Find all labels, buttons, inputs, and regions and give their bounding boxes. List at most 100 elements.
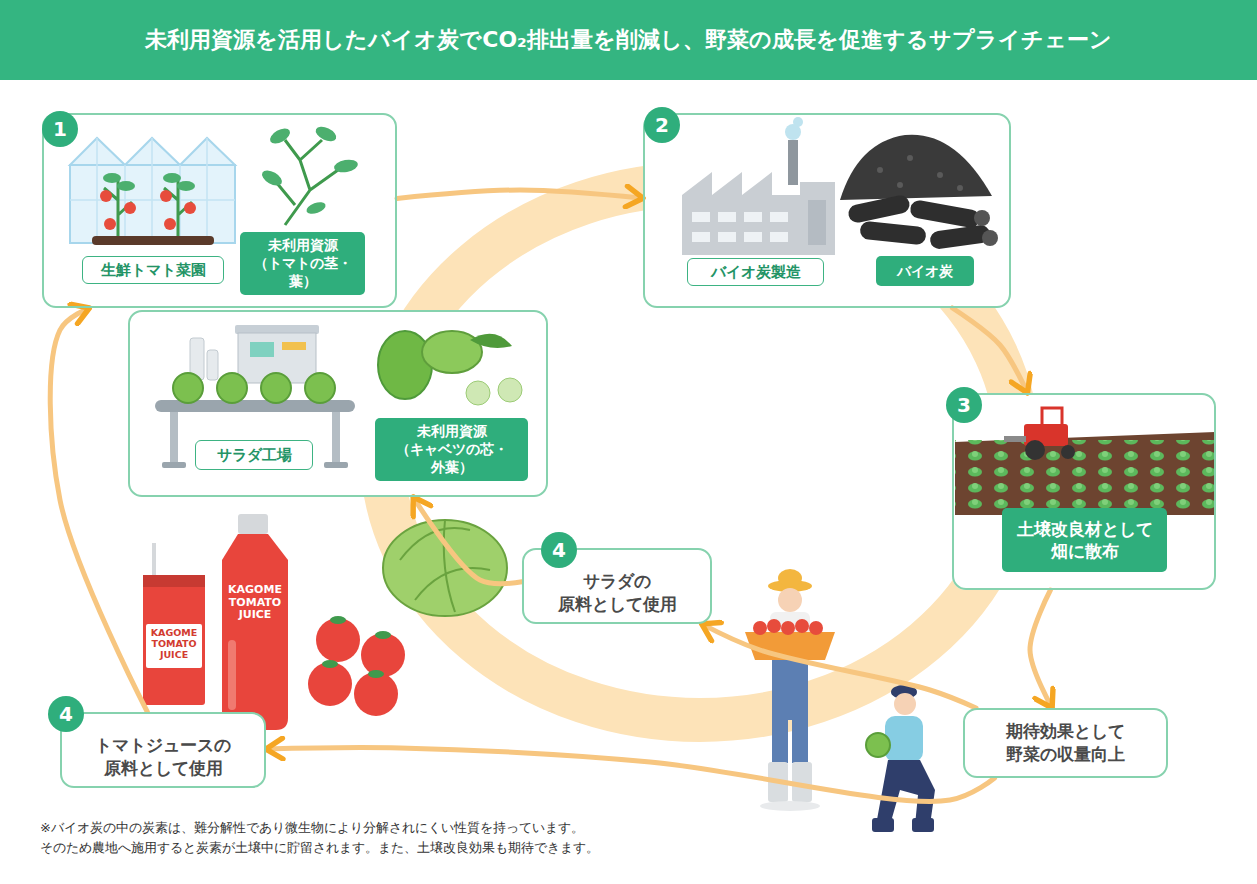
tomato-illustration [368, 670, 384, 678]
farmer-illustration [760, 801, 820, 811]
biochar-illustration [929, 224, 991, 250]
tomato-stem-illustration [259, 167, 284, 188]
farmer-illustration [778, 588, 802, 612]
farmer-illustration [894, 693, 916, 715]
cabbage-illustration [383, 520, 507, 616]
node-text: 未利用資源 （トマトの茎・葉） [245, 236, 360, 291]
salad-factory-illustration [261, 373, 291, 403]
cabbage-illustration [400, 520, 490, 612]
tomato-stem-illustration [267, 125, 292, 146]
field-illustration [955, 440, 1215, 514]
field-illustration [1042, 408, 1062, 426]
factory-illustration [718, 232, 736, 242]
callout-number: 3 [946, 387, 982, 423]
biochar-illustration [847, 194, 911, 224]
farmer-illustration [753, 621, 767, 635]
juice-bottle-illustration [222, 534, 288, 730]
juice-bottle-illustration [222, 514, 288, 730]
cabbage-waste-illustration [378, 331, 432, 399]
tomato-stem-illustration [276, 140, 338, 225]
flow-arrow [413, 497, 522, 584]
field-illustration [1025, 440, 1045, 460]
tomato-illustration [354, 672, 398, 716]
callout-number: 4 [541, 532, 577, 568]
biochar-illustration [907, 155, 913, 161]
greenhouse-illustration [104, 218, 116, 230]
callout-number: 1 [42, 111, 78, 147]
cabbage-waste-illustration [378, 331, 522, 405]
tomato-illustration [322, 660, 338, 668]
greenhouse-illustration [117, 181, 135, 191]
greenhouse-illustration [100, 190, 112, 202]
factory-illustration [808, 200, 826, 245]
biochar-illustration [957, 185, 963, 191]
factory-illustration [770, 212, 788, 222]
factory-illustration [692, 232, 710, 242]
salad-factory-illustration [170, 412, 178, 464]
biochar-illustration [897, 182, 903, 188]
flow-arrow [397, 190, 643, 198]
greenhouse-illustration [160, 190, 172, 202]
callout-box: 期待効果として 野菜の収量向上 [963, 708, 1168, 778]
biochar-illustration [877, 167, 883, 173]
box-ground [42, 113, 1216, 590]
factory-illustration [793, 117, 803, 127]
flow-arrow [952, 308, 1027, 393]
factory-illustration [682, 172, 835, 255]
factory-illustration [788, 140, 798, 185]
cabbage-waste-illustration [498, 378, 522, 402]
farmer-illustration [876, 760, 935, 825]
callout-box: 4トマトジュースの 原料として使用 [60, 712, 266, 788]
salad-factory-illustration [173, 373, 203, 403]
field-illustration [1004, 436, 1026, 442]
node-text: 期待効果として 野菜の収量向上 [973, 720, 1158, 766]
salad-factory-illustration [207, 350, 218, 380]
juice-carton-illustration [146, 624, 202, 668]
greenhouse-illustration [177, 181, 195, 191]
biochar-illustration [909, 199, 981, 229]
node-text: 生鮮トマト菜園 [89, 261, 217, 280]
flow-arrow [702, 624, 976, 708]
salad-factory-illustration [324, 462, 348, 468]
factory-illustration [744, 232, 762, 242]
biochar-illustration [937, 172, 943, 178]
box-ground [42, 113, 397, 308]
resource-box: 土壌改良材として 畑に散布 [1002, 508, 1167, 572]
field-illustration [1061, 445, 1075, 459]
box-ground [128, 310, 548, 497]
greenhouse-illustration [92, 236, 214, 245]
salad-factory-illustration [282, 342, 306, 350]
step-panel: サラダ工場未利用資源 （キャベツの芯・外葉） [128, 310, 548, 497]
biochar-illustration [982, 230, 998, 246]
farmer-illustration [912, 818, 934, 832]
greenhouse-illustration [103, 173, 121, 183]
factory-illustration [692, 212, 710, 222]
footnote: ※バイオ炭の中の炭素は、難分解性であり微生物により分解されにくい性質を持っていま… [40, 818, 700, 857]
step-panel: 3土壌改良材として 畑に散布 [952, 393, 1216, 590]
flow-arrow [50, 308, 147, 712]
salad-factory-illustration [305, 373, 335, 403]
salad-factory-illustration [155, 325, 355, 468]
biochar-illustration [840, 135, 992, 200]
juice-carton-illustration [143, 575, 205, 587]
factory-illustration [744, 212, 762, 222]
juice-carton-illustration [152, 543, 156, 578]
greenhouse-illustration [164, 218, 176, 230]
step-panel: 1 生鮮トマト菜園 未利用資源 （トマトの茎・葉） [42, 113, 397, 308]
node-text: バイオ炭製造 [694, 263, 817, 282]
greenhouse-illustration [124, 202, 136, 214]
callout-number: 4 [48, 696, 84, 732]
box-ground [643, 113, 1011, 308]
flow-arrow [266, 748, 995, 802]
greenhouse-illustration [70, 138, 235, 243]
place-label: バイオ炭製造 [687, 258, 824, 286]
node-text: トマトジュースの 原料として使用 [70, 734, 256, 780]
salad-factory-illustration [332, 412, 340, 464]
field-illustration [955, 432, 1215, 515]
biochar-illustration [974, 210, 990, 226]
tomato-illustration [308, 662, 352, 706]
tomato-illustration [308, 616, 405, 716]
salad-factory-illustration [217, 373, 247, 403]
tomato-illustration [330, 616, 346, 624]
cabbage-illustration [383, 520, 507, 616]
